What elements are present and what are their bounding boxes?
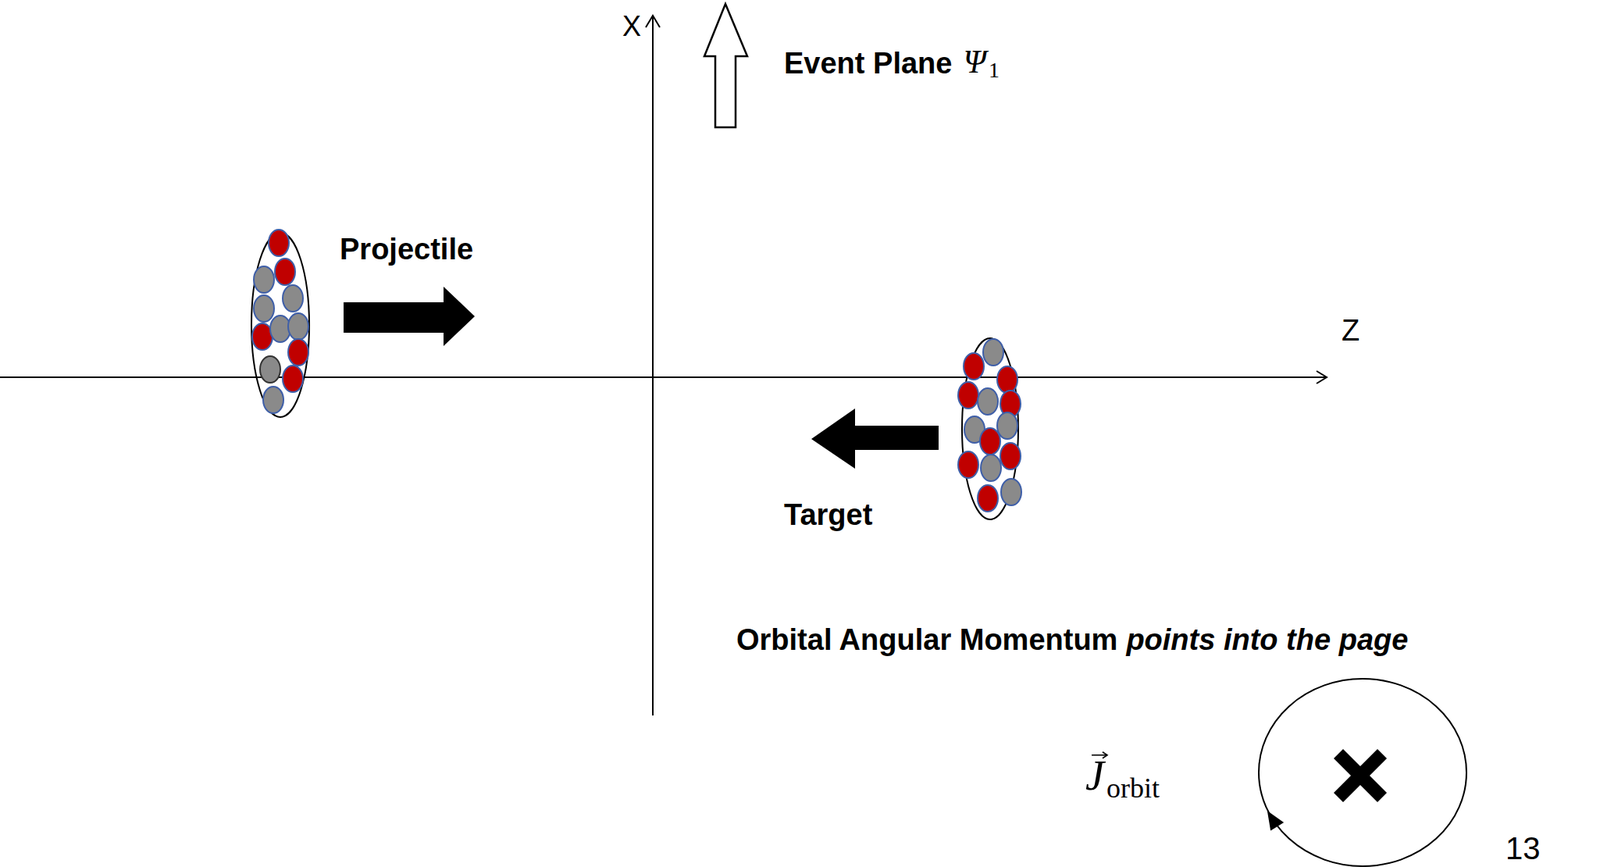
neutron xyxy=(270,315,291,343)
subscript: 1 xyxy=(988,59,1000,82)
rotation-arrowhead xyxy=(1267,810,1284,831)
projectile-label: Projectile xyxy=(339,234,474,264)
target-arrow xyxy=(811,408,939,469)
psi-symbol: Ψ xyxy=(962,45,987,79)
target-label: Target xyxy=(783,499,873,530)
projectile-nucleus xyxy=(251,232,310,417)
neutron xyxy=(977,388,998,415)
neutron xyxy=(288,313,309,340)
neutron xyxy=(983,338,1004,366)
neutron xyxy=(263,386,284,414)
neutron xyxy=(1001,478,1022,506)
neutron xyxy=(253,266,275,293)
into-page-cross xyxy=(1338,753,1383,798)
rotation-circle xyxy=(1258,678,1467,866)
momentum-label: Orbital Angular Momentum xyxy=(736,624,1118,655)
proton xyxy=(997,366,1018,393)
proton xyxy=(1000,442,1021,470)
z-axis xyxy=(0,376,1327,378)
neutron xyxy=(253,295,275,322)
proton xyxy=(282,365,303,392)
neutron xyxy=(980,454,1002,482)
x-axis-arrowhead xyxy=(645,15,660,28)
proton xyxy=(268,229,289,257)
axis-label: Z xyxy=(1341,315,1360,346)
into-page-cross xyxy=(1338,753,1383,798)
proton xyxy=(979,427,1001,455)
subscript: orbit xyxy=(1106,773,1160,802)
proton xyxy=(958,381,979,409)
event-plane-label: Event Plane xyxy=(783,48,952,79)
proton xyxy=(963,352,984,380)
neutron xyxy=(260,356,281,383)
momentum-note: points into the page xyxy=(1126,624,1408,655)
neutron xyxy=(282,285,303,312)
vector-symbol: J xyxy=(1085,754,1105,797)
proton xyxy=(977,484,998,512)
proton xyxy=(288,338,309,366)
page-number: 13 xyxy=(1505,832,1541,864)
axis-label: X xyxy=(622,12,642,41)
neutron xyxy=(997,412,1018,439)
x-axis xyxy=(652,15,654,716)
rotation-arrowhead xyxy=(1267,810,1284,831)
event-plane-arrow xyxy=(704,3,748,128)
z-axis-arrowhead xyxy=(1316,370,1327,384)
nucleons xyxy=(252,229,1022,512)
proton xyxy=(274,258,296,286)
proton xyxy=(958,451,979,478)
projectile-arrow xyxy=(343,286,475,346)
